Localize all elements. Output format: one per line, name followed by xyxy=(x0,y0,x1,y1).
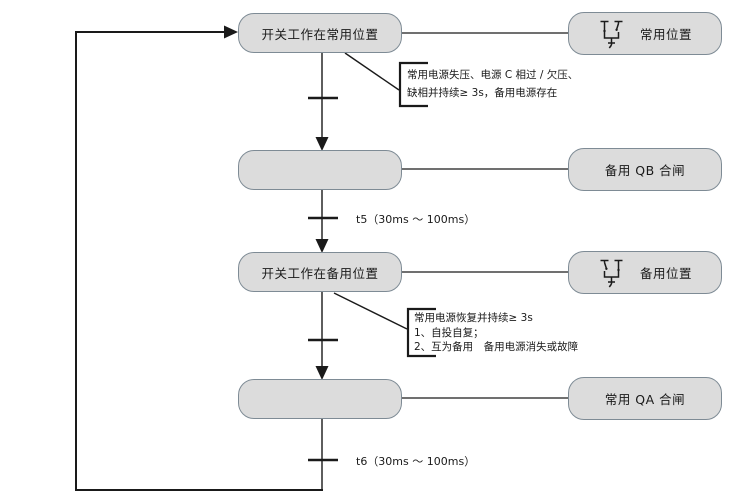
annotation-bracket-1 xyxy=(398,61,428,108)
action-box-normal-position: 常用位置 xyxy=(568,12,722,55)
transition-label-t6: t6（30ms ～ 100ms） xyxy=(356,455,476,468)
action-box-backup-position: 备用位置 xyxy=(568,251,722,294)
annotation-line: 2、互为备用 备用电源消失或故障 xyxy=(414,341,579,353)
switch-normal-position-icon xyxy=(600,20,623,48)
feedback-loop-line xyxy=(75,31,323,491)
leader-annotation-2 xyxy=(333,292,408,330)
switch-backup-position-icon xyxy=(600,259,623,287)
arrowhead-into-step3 xyxy=(315,239,329,253)
step-box-switch-in-normal-position: 开关工作在常用位置 xyxy=(238,13,402,53)
action-label: 备用位置 xyxy=(639,266,692,281)
action-box-backup-qb-close: 备用 QB 合闸 xyxy=(568,148,722,191)
step-box-empty-1 xyxy=(238,150,402,190)
step-box-switch-in-backup-position: 开关工作在备用位置 xyxy=(238,252,402,292)
arrowhead-into-step1 xyxy=(224,25,238,39)
annotation-line: 缺相并持续≥ 3s，备用电源存在 xyxy=(407,87,558,99)
annotation-line: 1、自投自复； xyxy=(414,326,484,339)
annotation-bracket-2 xyxy=(406,307,436,358)
transition-label-t5: t5（30ms ～ 100ms） xyxy=(356,213,476,226)
step-box-empty-2 xyxy=(238,379,402,419)
annotation-line: 常用电源失压、电源 C 相过 / 欠压、 xyxy=(407,69,579,81)
action-label: 常用 QA 合闸 xyxy=(604,392,686,407)
arrowhead-into-step4 xyxy=(315,366,329,380)
arrowhead-into-step2 xyxy=(315,137,329,151)
annotation-condition-to-normal: 常用电源恢复并持续≥ 3s 1、自投自复； 2、互为备用 备用电源消失或故障 xyxy=(414,311,578,355)
action-label: 备用 QB 合闸 xyxy=(604,163,686,178)
step-label: 开关工作在常用位置 xyxy=(261,26,379,42)
leader-annotation-1 xyxy=(344,52,400,91)
action-box-normal-qa-close: 常用 QA 合闸 xyxy=(568,377,722,420)
annotation-line: 常用电源恢复并持续≥ 3s xyxy=(414,312,533,324)
step-label: 开关工作在备用位置 xyxy=(261,265,379,281)
action-label: 常用位置 xyxy=(639,27,692,42)
annotation-condition-to-backup: 常用电源失压、电源 C 相过 / 欠压、 缺相并持续≥ 3s，备用电源存在 xyxy=(407,66,578,102)
